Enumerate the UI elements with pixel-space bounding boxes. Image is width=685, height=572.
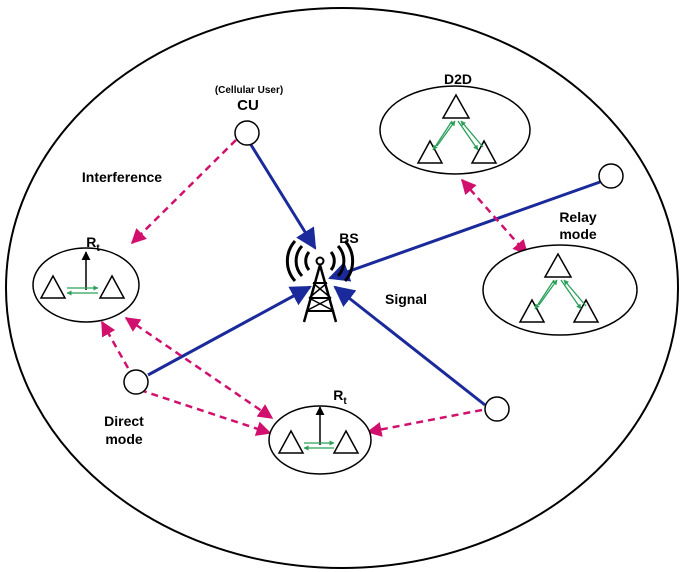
interference-label: Interference (82, 169, 162, 185)
left-rt-label: Rt (86, 234, 100, 254)
right-user-to-bs-link (333, 285, 486, 407)
direct-mode-label-line2: mode (105, 431, 143, 447)
right-user-interference-link (366, 408, 483, 437)
cellular-user-node (234, 120, 260, 146)
base-station-tower-icon (285, 240, 355, 323)
d2d-right-device-icon (470, 139, 498, 164)
left-rt-device-b-icon (98, 274, 126, 299)
direct-to-left-pair-link (100, 320, 130, 369)
bs-label: BS (339, 230, 358, 246)
bottom-rt-label: Rt (333, 387, 347, 407)
d2d-label: D2D (444, 71, 472, 87)
relay-cluster (482, 244, 638, 336)
interference-links (100, 139, 528, 437)
cu-label: CU (237, 97, 259, 114)
right-user-node (484, 396, 510, 422)
relay-user-node (598, 163, 624, 189)
relay-right-device-icon (572, 298, 600, 323)
d2d-left-device-icon (416, 139, 444, 164)
cu-interference-link (130, 139, 237, 245)
relay-mode-label-line1: Relay (559, 209, 597, 225)
bottom-rt-device-b-icon (332, 429, 360, 454)
relay-top-device-icon (543, 252, 573, 278)
direct-mode-user-node (123, 369, 149, 395)
direct-to-bottom-pair-link (139, 388, 272, 436)
signal-label: Signal (385, 291, 427, 307)
relay-left-device-icon (518, 298, 546, 323)
bottom-rt-device-a-icon (277, 429, 305, 454)
left-rt-device-a-icon (39, 274, 67, 299)
d2d-relay-link (461, 178, 528, 256)
bottom-rt-pair (268, 405, 372, 475)
left-rt-pair (32, 247, 140, 323)
relay-mode-label-line2: mode (559, 226, 597, 242)
cellular-user-caption: (Cellular User) (215, 85, 283, 96)
left-pair-to-bottom-pair-link (124, 316, 274, 420)
cu-to-bs-link (246, 139, 317, 250)
direct-mode-label-line1: Direct (104, 413, 144, 429)
d2d-cluster (379, 85, 531, 175)
d2d-top-device-icon (441, 93, 471, 119)
